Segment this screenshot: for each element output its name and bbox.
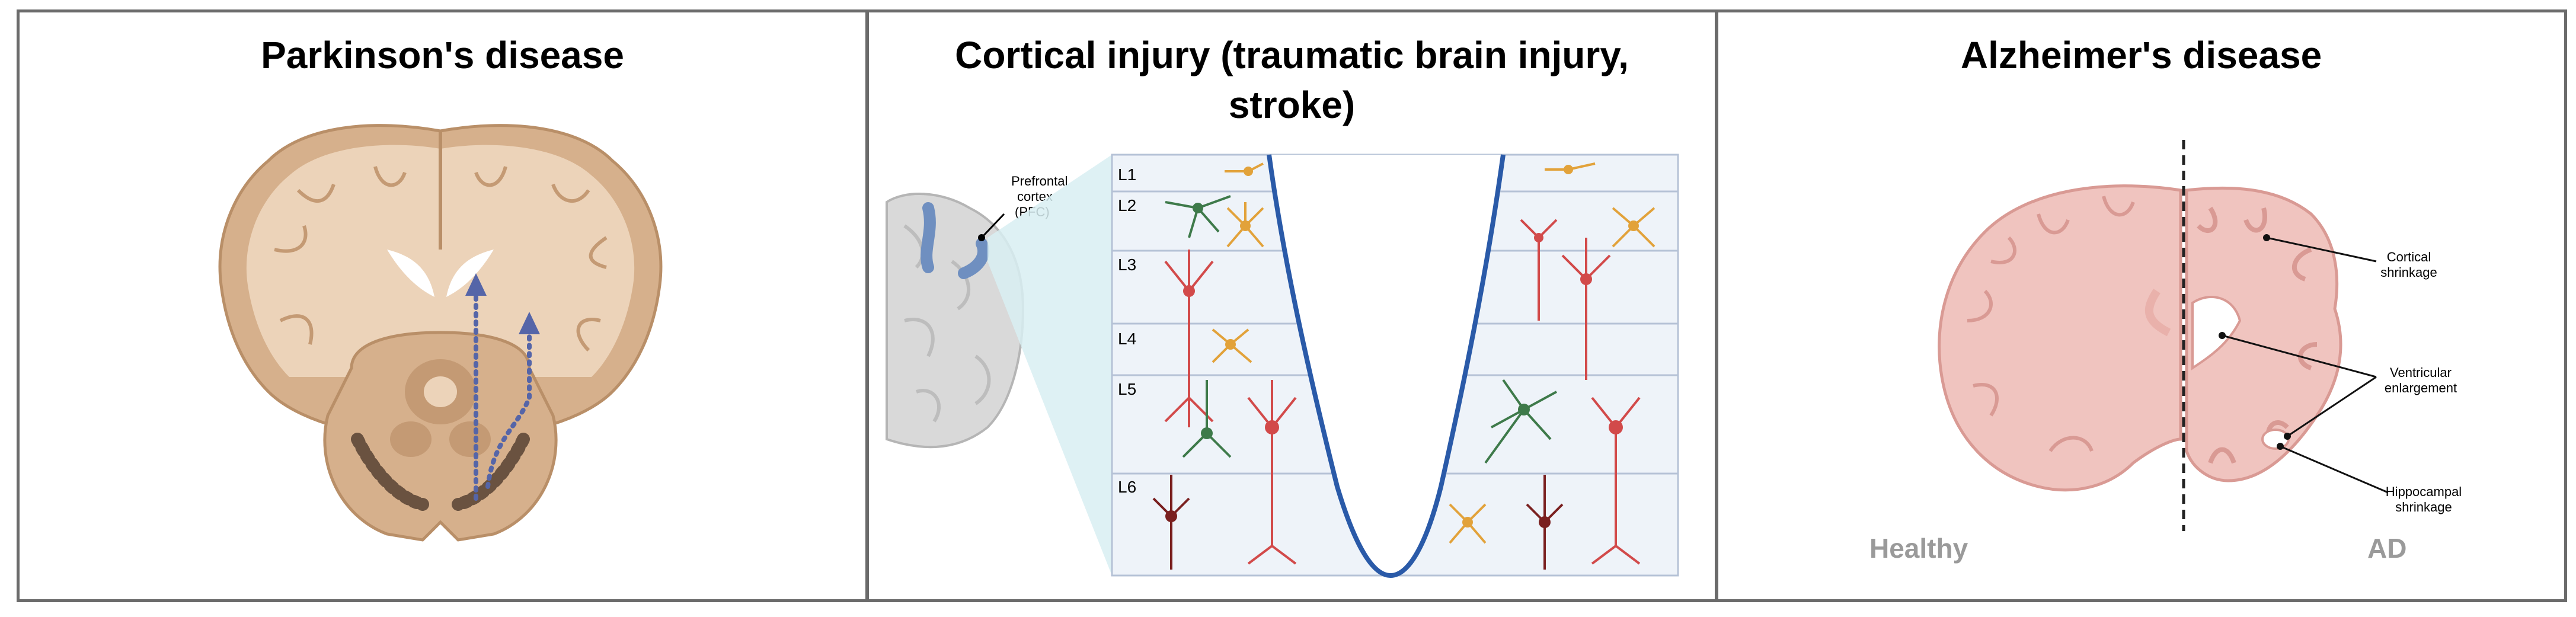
- healthy-hemisphere: [1938, 184, 2182, 492]
- layer-label-l4: L4: [1118, 330, 1136, 348]
- callout-ventricular-line1: Ventricular: [2390, 365, 2452, 380]
- pfc-label-line1: Prefrontal: [1011, 174, 1068, 188]
- cortical-injury-panel: Cortical injury (traumatic brain injury,…: [866, 9, 1718, 602]
- hippocampus: [2261, 429, 2290, 450]
- pyramidal-neuron: [1534, 233, 1543, 242]
- dark-neuron: [1165, 510, 1177, 522]
- pyramidal-neuron: [1580, 273, 1592, 285]
- callout-hippocampal-line1: Hippocampal: [2386, 484, 2462, 499]
- pfc-region: [921, 202, 936, 273]
- pfc-region: [958, 238, 990, 279]
- callout-hippocampal-line2: shrinkage: [2395, 500, 2452, 514]
- layer-label-l3: L3: [1118, 255, 1136, 274]
- interneuron: [1462, 517, 1473, 528]
- title-line-1: Cortical injury (traumatic brain injury,: [955, 34, 1629, 76]
- enlarged-ventricle: [2191, 296, 2242, 370]
- pyramidal-neuron: [1183, 285, 1195, 297]
- layer-label-l2: L2: [1118, 196, 1136, 215]
- layer-label-l5: L5: [1118, 380, 1136, 398]
- arrow-up-icon: [519, 312, 540, 334]
- interneuron: [1244, 167, 1253, 176]
- panel-title-cortical-injury: Cortical injury (traumatic brain injury,…: [869, 30, 1715, 130]
- injury-lesion: [1269, 155, 1503, 576]
- interneuron: [1240, 220, 1251, 231]
- healthy-label: Healthy: [1869, 533, 1968, 564]
- ad-label: AD: [2367, 533, 2406, 564]
- injury-boundary-curve: [1267, 154, 1506, 578]
- interneuron: [1225, 339, 1236, 350]
- pyramidal-neuron: [1609, 420, 1623, 434]
- interneuron: [1564, 165, 1573, 174]
- callout-cortical-line2: shrinkage: [2380, 265, 2437, 280]
- interneuron: [1628, 220, 1639, 231]
- callout-lines: [2222, 236, 2389, 494]
- alzheimers-brain-illustration: Cortical shrinkage Ventricular enlargeme…: [1869, 140, 2462, 564]
- panel-title-alzheimers: Alzheimer's disease: [1960, 34, 2322, 76]
- parkinsons-brain-illustration: [218, 124, 663, 542]
- layer-label-l6: L6: [1118, 478, 1136, 496]
- green-neuron: [1193, 203, 1203, 213]
- substantia-nigra-left: [351, 433, 429, 511]
- neurons-left: [1152, 162, 1297, 570]
- zoom-wedge: [987, 155, 1112, 576]
- nigrostriatal-pathway-arrows: [465, 273, 540, 501]
- ad-hemisphere: [2185, 186, 2342, 482]
- green-neuron: [1518, 404, 1530, 415]
- arrow-up-icon: [465, 273, 487, 296]
- dark-neuron: [1539, 516, 1551, 528]
- neurons-right: [1449, 162, 1655, 570]
- cortical-injury-illustration: Prefrontal cortex (PFC) L1 L2 L3 L4 L5 L…: [886, 154, 1679, 578]
- title-line-2: stroke): [1228, 84, 1356, 126]
- parkinsons-panel: Parkinson's disease: [17, 9, 868, 602]
- alzheimers-panel: Alzheimer's disease Corti: [1715, 9, 2567, 602]
- pyramidal-neuron: [1265, 420, 1279, 434]
- panel-title-parkinsons: Parkinson's disease: [261, 34, 624, 76]
- midbrain: [323, 331, 558, 542]
- callout-ventricular-line2: enlargement: [2385, 381, 2457, 395]
- callout-cortical-line1: Cortical: [2387, 250, 2431, 264]
- layer-label-l1: L1: [1118, 165, 1136, 184]
- green-neuron: [1201, 427, 1213, 439]
- substantia-nigra-right: [452, 433, 530, 511]
